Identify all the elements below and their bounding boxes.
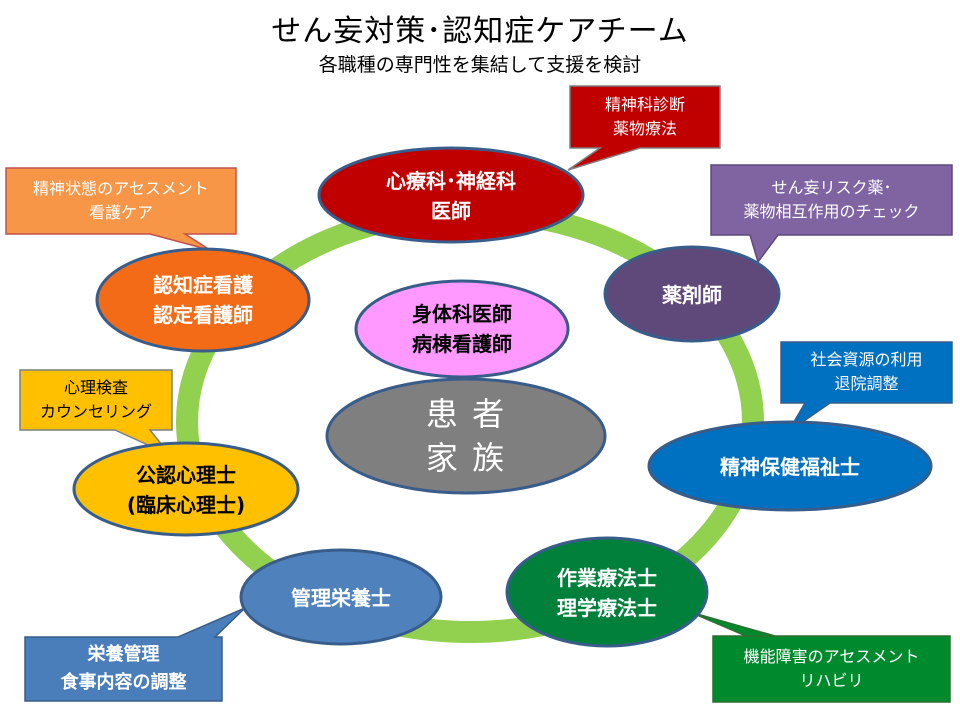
callout-pharmacist: せん妄リスク薬･ 薬物相互作用のチェック	[743, 178, 920, 221]
label-nurse: 認知症看護 認定看護師	[153, 273, 253, 327]
callout-psychologist-shape	[19, 369, 173, 456]
callout-pharmacist-shape	[710, 164, 953, 264]
oval-psw	[647, 420, 933, 512]
oval-nurse	[95, 247, 311, 353]
callout-psw-shape	[780, 341, 953, 433]
callout-dietitian: 栄養管理 食事内容の調整	[60, 644, 187, 693]
label-dietitian: 管理栄養士	[291, 586, 391, 610]
label-patient: 患 者 家 族	[425, 395, 507, 477]
callout-therapist: 機能障害のアセスメント リハビリ	[743, 647, 920, 690]
label-team: 身体科医師 病棟看護師	[412, 302, 512, 356]
callout-psw: 社会資源の利用 退院調整	[810, 350, 923, 393]
label-psychologist: 公認心理士 (臨床心理士)	[126, 463, 246, 517]
label-therapist: 作業療法士 理学療法士	[557, 566, 657, 620]
oval-patient	[325, 377, 607, 495]
callout-psychologist: 心理検査 カウンセリング	[39, 378, 152, 421]
slide-title: せん妄対策･認知症ケアチーム	[271, 14, 689, 49]
oval-therapist	[505, 536, 709, 648]
oval-team	[354, 279, 570, 379]
oval-psychologist	[72, 441, 300, 537]
callout-nurse-shape	[5, 167, 237, 251]
callout-psychiatry: 精神科診断 薬物療法	[604, 95, 685, 138]
callout-psychiatry-shape	[567, 85, 721, 171]
callout-nurse: 精神状態のアセスメント 看護ケア	[33, 179, 209, 222]
callout-dietitian-shape	[24, 607, 246, 702]
callout-therapist-shape	[689, 611, 951, 703]
oval-psychiatry	[317, 146, 585, 244]
slide-subtitle: 各職種の専門性を集結して支援を検討	[318, 54, 642, 76]
label-psw: 精神保健福祉士	[720, 455, 860, 479]
oval-pharmacist	[603, 245, 781, 343]
label-psychiatry: 心療科･神経科 医師	[386, 169, 516, 223]
label-pharmacist: 薬剤師	[662, 283, 722, 307]
oval-dietitian	[239, 548, 443, 646]
